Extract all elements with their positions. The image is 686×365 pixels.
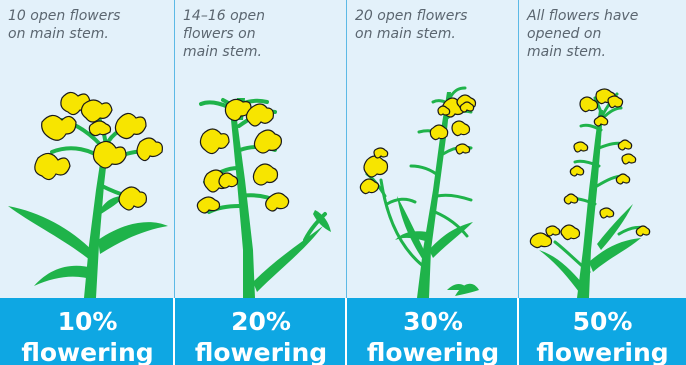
- stage-percent: 20%: [175, 307, 347, 337]
- stage-panel-3: 20 open flowers on main stem.: [347, 0, 519, 365]
- stage-label: flowering: [519, 338, 686, 365]
- stage-percent: 10%: [0, 307, 175, 337]
- stage-label-band: 30% flowering: [347, 298, 519, 365]
- canola-plant-illustration: [347, 0, 519, 298]
- stage-label-band: 10% flowering: [0, 298, 175, 365]
- canola-plant-illustration: [175, 0, 347, 298]
- stage-panel-2: 14–16 open flowers on main stem.: [175, 0, 347, 365]
- canola-plant-illustration: [519, 0, 686, 298]
- stage-label: flowering: [175, 338, 347, 365]
- stage-percent: 30%: [347, 307, 519, 337]
- stage-percent: 50%: [519, 307, 686, 337]
- canola-plant-illustration: [0, 0, 175, 298]
- stage-label-band: 50% flowering: [519, 298, 686, 365]
- stage-label: flowering: [347, 338, 519, 365]
- stage-panel-4: All flowers have opened on main stem.: [519, 0, 686, 365]
- stage-label-band: 20% flowering: [175, 298, 347, 365]
- stage-label: flowering: [0, 338, 175, 365]
- stage-panel-1: 10 open flowers on main stem.: [0, 0, 175, 365]
